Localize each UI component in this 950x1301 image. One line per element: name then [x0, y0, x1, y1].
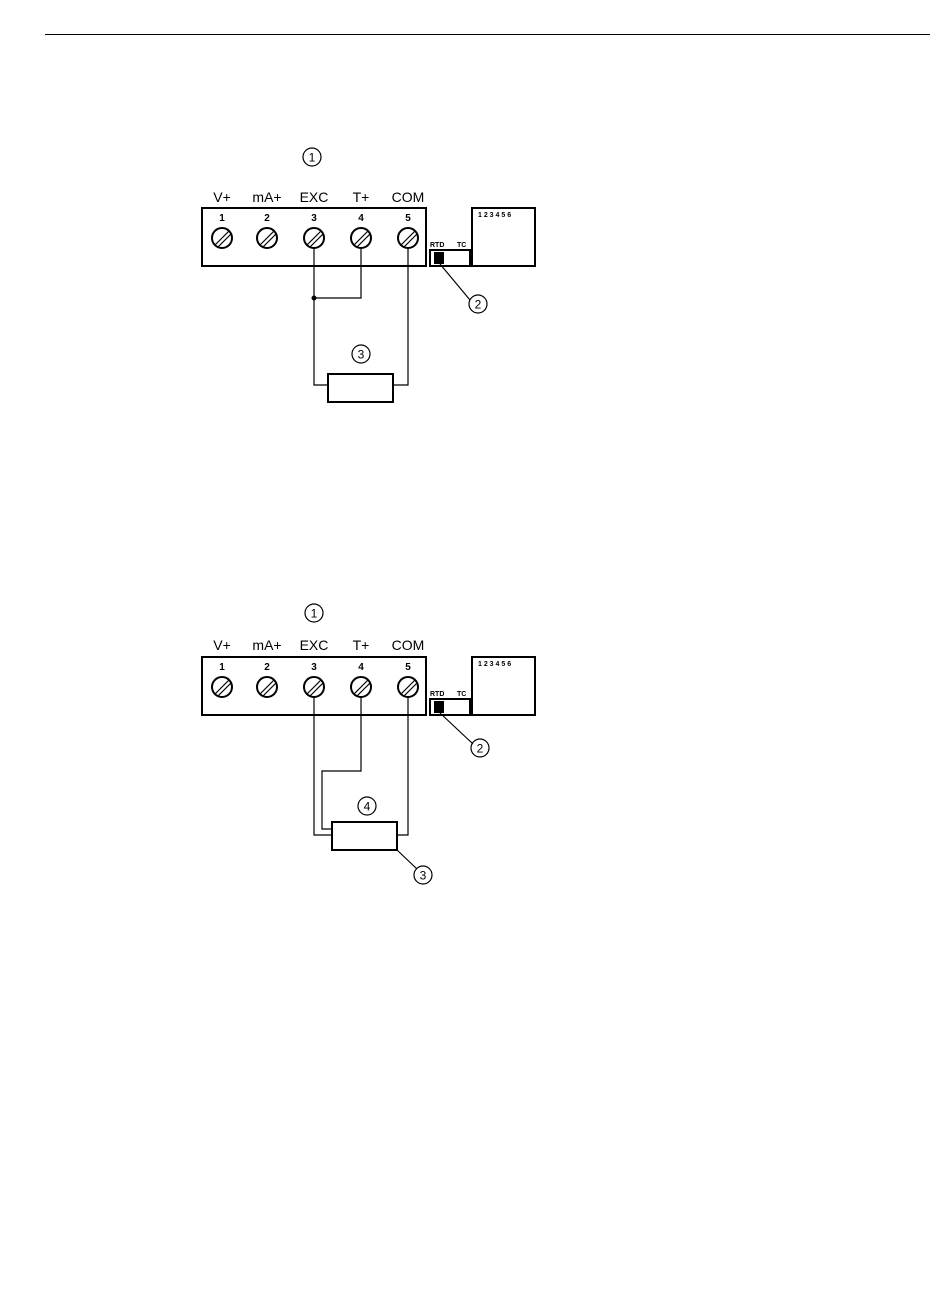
- wire-exc: [314, 248, 328, 385]
- wire-com: [393, 248, 408, 385]
- callout-terminal-block: 1: [303, 148, 321, 166]
- screw-icon: [398, 677, 418, 697]
- rtd-sensor: [328, 374, 393, 402]
- terminal-number-1: 1: [219, 213, 225, 224]
- wire-com: [397, 697, 408, 835]
- terminal-number-2: 2: [264, 213, 270, 224]
- terminal-label-exc: EXC: [300, 637, 329, 653]
- terminal-number-4: 4: [358, 662, 364, 673]
- screw-icon: [212, 677, 232, 697]
- terminal-number-3: 3: [311, 662, 317, 673]
- rtd-sensor: [332, 822, 397, 850]
- callout-3-label: 3: [358, 348, 365, 362]
- terminal-label-exc: EXC: [300, 189, 329, 205]
- callout-sensor: 3: [352, 345, 370, 363]
- rtd-4wire-diagram: 1 V+ mA+ EXC T+ COM 1 2 3 4 5 RTD TC 1 2…: [0, 450, 950, 900]
- wire-exc: [314, 697, 332, 835]
- terminal-number-5: 5: [405, 662, 411, 673]
- screw-icon: [398, 228, 418, 248]
- screw-icon: [257, 677, 277, 697]
- terminal-label-com: COM: [392, 189, 425, 205]
- callout-terminal-block: 1: [305, 604, 323, 622]
- callout-4-label: 4: [364, 800, 371, 814]
- callout-sensor-inner: 4: [358, 797, 376, 815]
- screw-icon: [257, 228, 277, 248]
- switch-label-rtd: RTD: [430, 691, 444, 698]
- callout-1-label: 1: [309, 151, 316, 165]
- callout-1-label: 1: [311, 607, 318, 621]
- wire-tplus: [314, 248, 361, 298]
- terminal-number-3: 3: [311, 213, 317, 224]
- screw-icon: [351, 677, 371, 697]
- terminal-number-2: 2: [264, 662, 270, 673]
- terminal-number-1: 1: [219, 662, 225, 673]
- switch-slider: [434, 252, 444, 264]
- callout-switch: 2: [471, 739, 489, 757]
- terminal-label-vplus: V+: [213, 189, 231, 205]
- terminal-number-4: 4: [358, 213, 364, 224]
- wire-tplus: [322, 697, 361, 829]
- screw-icon: [304, 677, 324, 697]
- terminal-label-vplus: V+: [213, 637, 231, 653]
- callout-switch: 2: [469, 295, 487, 313]
- callout-2-label: 2: [475, 298, 482, 312]
- dip-numbers: 1 2 3 4 5 6: [478, 212, 511, 219]
- terminal-label-ma: mA+: [252, 189, 281, 205]
- junction-dot: [312, 296, 317, 301]
- switch-label-rtd: RTD: [430, 242, 444, 249]
- rtd-3wire-diagram: 1 V+ mA+ EXC T+ COM 1 2 3 4 5 RTD TC 1 2…: [0, 0, 950, 450]
- dip-numbers: 1 2 3 4 5 6: [478, 661, 511, 668]
- callout-3-label: 3: [420, 869, 427, 883]
- screw-icon: [304, 228, 324, 248]
- switch-label-tc: TC: [457, 691, 466, 698]
- screw-icon: [212, 228, 232, 248]
- screw-icon: [351, 228, 371, 248]
- callout-2-label: 2: [477, 742, 484, 756]
- switch-slider: [434, 701, 444, 713]
- terminal-label-tplus: T+: [353, 637, 370, 653]
- terminal-number-5: 5: [405, 213, 411, 224]
- terminal-label-com: COM: [392, 637, 425, 653]
- callout-sensor: 3: [414, 866, 432, 884]
- terminal-label-ma: mA+: [252, 637, 281, 653]
- switch-label-tc: TC: [457, 242, 466, 249]
- terminal-label-tplus: T+: [353, 189, 370, 205]
